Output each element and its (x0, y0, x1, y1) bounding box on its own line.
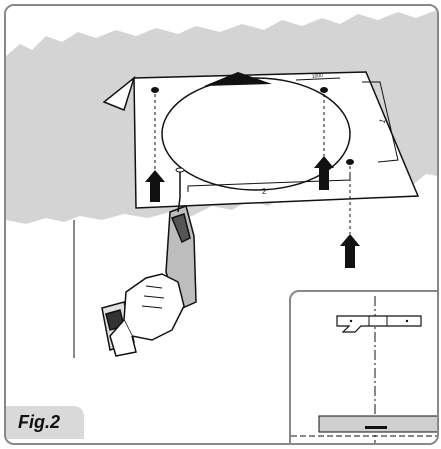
upward-arrow-icon (314, 156, 334, 190)
upward-arrow-icon (145, 170, 165, 202)
hole-mark-left (151, 87, 159, 93)
fastener-mark (365, 426, 387, 429)
upward-arrow-icon (340, 234, 360, 268)
figure-frame: 2 1 1000 (4, 4, 439, 445)
figure-label: Fig.2 (6, 406, 84, 439)
drill-icon (101, 197, 197, 357)
detail-diagram (291, 296, 437, 443)
corner-note: 1000 (312, 73, 324, 80)
mounting-template-sheet (133, 71, 420, 209)
bracket-hole (349, 319, 353, 323)
dimension-line-bottom (187, 174, 351, 192)
dimension-line-top (295, 77, 341, 81)
hole-mark-bottom-right (346, 159, 354, 165)
dimension-label-1: 1 (377, 117, 387, 125)
mounting-bracket-profile (336, 315, 422, 333)
template-circle-outline (161, 77, 351, 191)
ceiling-top-edge (6, 6, 437, 56)
dimension-line-right (362, 81, 399, 163)
installation-illustration: 2 1 1000 (6, 6, 437, 358)
ceiling-panel-section (318, 415, 437, 433)
dimension-label-2: 2 (262, 187, 268, 196)
hole-mark-top-right (320, 87, 328, 93)
template-folded-corner (102, 75, 136, 111)
bracket-hole (405, 319, 409, 323)
screw-icon (175, 167, 185, 198)
detail-inset (289, 290, 437, 443)
